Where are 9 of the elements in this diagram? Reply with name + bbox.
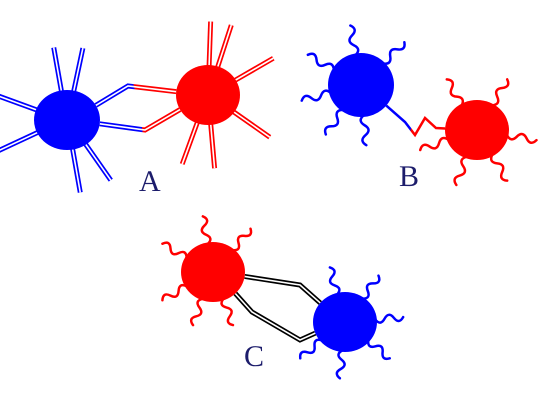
panel-letter: C [244,342,264,372]
particle-circle [313,292,377,352]
particle-circle [181,242,245,302]
particle-circle [176,65,240,125]
particle-circle [328,53,394,117]
particle-circle [34,90,100,150]
particle-circle [445,100,509,160]
panel-letter: B [399,162,420,192]
panel-letter: A [139,167,161,197]
